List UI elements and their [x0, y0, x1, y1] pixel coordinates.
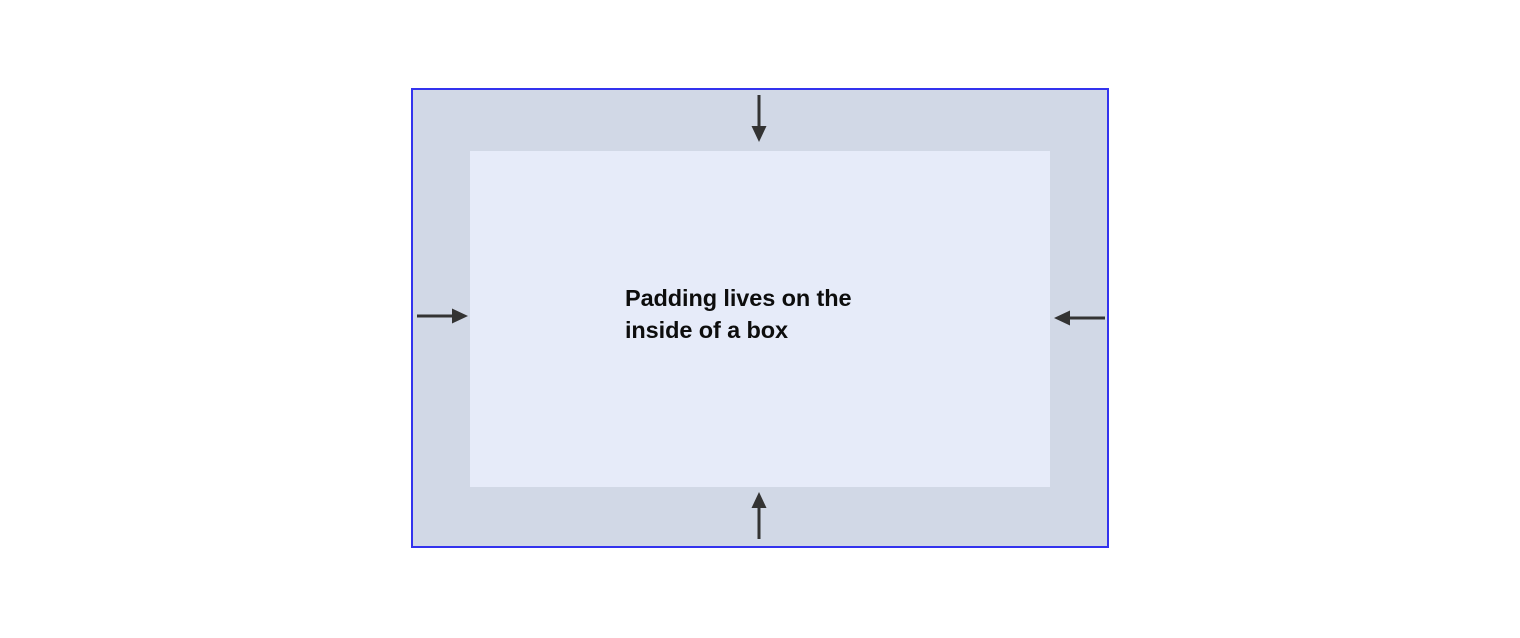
padding-bottom-arrow-icon [751, 492, 767, 539]
padding-top-arrow-icon [751, 95, 767, 142]
content-box [470, 151, 1050, 487]
padding-left-arrow-icon [417, 308, 468, 324]
padding-right-arrow-icon [1054, 310, 1105, 326]
content-box-label: Padding lives on the inside of a box [625, 285, 852, 343]
